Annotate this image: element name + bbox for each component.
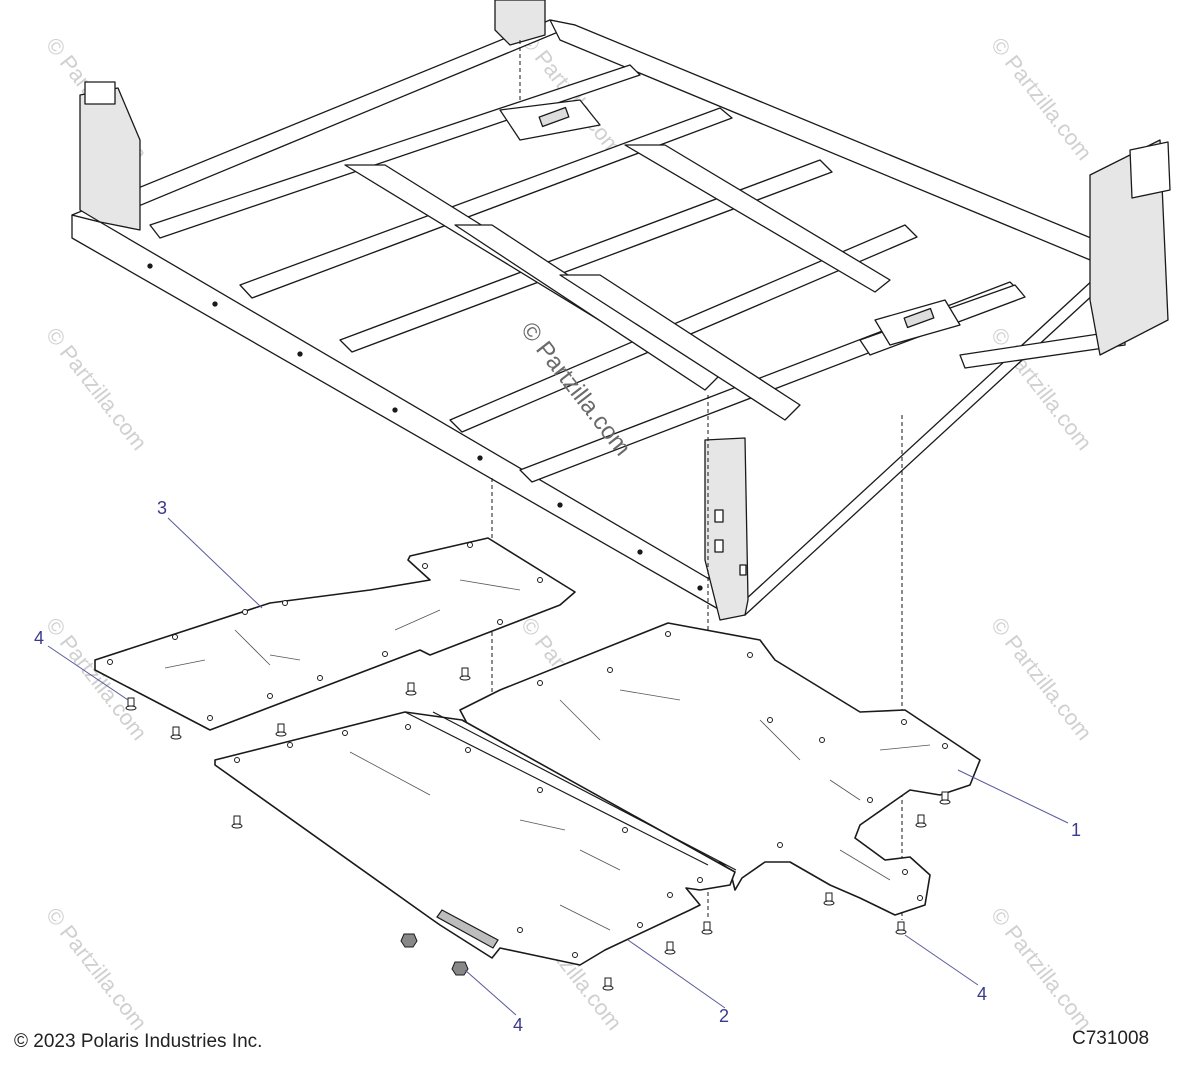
- fastener: [459, 667, 471, 681]
- fastener: [400, 933, 418, 948]
- callout-4: 4: [977, 984, 987, 1004]
- callout-4: 4: [34, 628, 44, 648]
- cargo-frame: [71, 19, 1126, 616]
- fastener: [602, 977, 614, 991]
- skid-plate-3-outline: [94, 537, 576, 731]
- callout-3: 3: [157, 498, 167, 518]
- fastener: [915, 814, 927, 828]
- fastener: [823, 892, 835, 906]
- fastener: [939, 791, 951, 805]
- frame-cross-tube: [339, 159, 833, 353]
- rear-center-bracket: [494, 0, 546, 46]
- frame-slot: [903, 307, 935, 329]
- left-rear-bracket: [79, 87, 141, 231]
- skid-plate-3: [94, 537, 576, 731]
- fastener: [701, 921, 713, 935]
- callout-4: 4: [513, 1015, 523, 1035]
- frame-long-tube: [559, 274, 801, 421]
- watermark: © Partzilla.com: [986, 613, 1097, 745]
- watermark: © Partzilla.com: [986, 903, 1097, 1035]
- callout-2: 2: [719, 1006, 729, 1026]
- watermark: © Partzilla.com: [986, 33, 1097, 165]
- watermark: © Partzilla.com: [41, 903, 152, 1035]
- callout-1: 1: [1071, 820, 1081, 840]
- frame-diagonal-brace: [959, 329, 1126, 369]
- frame-cross-tube: [239, 107, 733, 299]
- fastener: [231, 815, 243, 829]
- frame-left-rail: [71, 214, 746, 616]
- frame-long-tube: [624, 144, 891, 293]
- figure-code: C731008: [1072, 1028, 1150, 1049]
- frame-brackets: [79, 0, 1171, 621]
- fasteners: [125, 667, 951, 991]
- watermark: © Partzilla.com: [41, 323, 152, 455]
- fastener: [895, 921, 907, 935]
- fastener: [451, 961, 469, 976]
- fastener: [664, 941, 676, 955]
- right-front-bracket-plate: [1129, 141, 1171, 199]
- skid-plate-2-stiffener: [436, 909, 499, 949]
- callouts: 3 4 1 2 4 4: [34, 498, 1081, 1035]
- leader-lines: [47, 517, 1069, 1016]
- copyright-text: © 2023 Polaris Industries Inc.: [14, 1031, 263, 1052]
- skid-plate-2: [214, 711, 737, 966]
- center-front-post: [704, 437, 749, 621]
- fastener: [405, 682, 417, 696]
- fastener: [275, 723, 287, 737]
- left-rear-bracket-tab: [84, 81, 116, 105]
- skid-plate-2-outline: [214, 711, 736, 966]
- fastener: [125, 697, 137, 711]
- frame-slot: [538, 106, 570, 128]
- fastener: [170, 726, 182, 740]
